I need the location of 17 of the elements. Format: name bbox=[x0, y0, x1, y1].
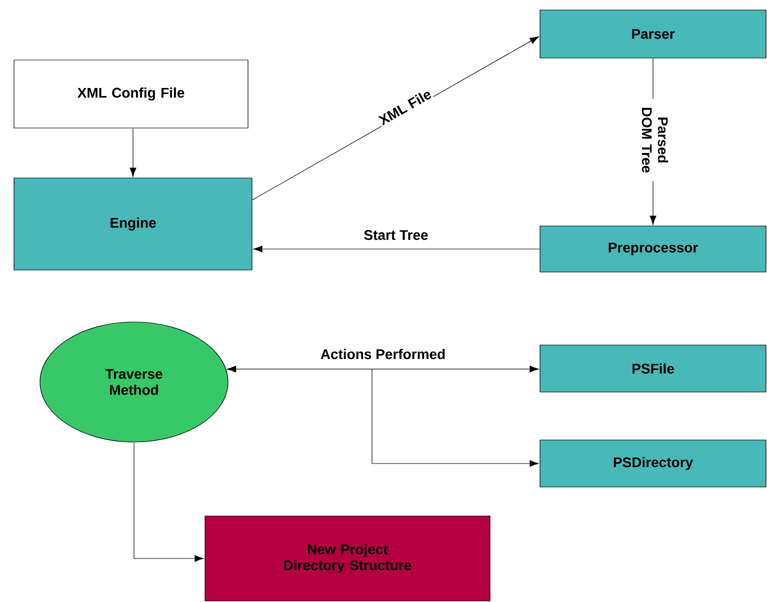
process-box: PSDirectory bbox=[540, 440, 766, 488]
process-box: Parser bbox=[540, 10, 766, 58]
edge-label: Parsed DOM Tree bbox=[642, 108, 668, 173]
process-box: Preprocessor bbox=[540, 226, 766, 272]
arrow bbox=[372, 366, 539, 372]
edge-label: XML File bbox=[378, 92, 432, 126]
arrow bbox=[253, 246, 540, 252]
edge-label: Actions Performed bbox=[320, 348, 445, 360]
process-box: Engine bbox=[14, 178, 252, 270]
process-box: PSFile bbox=[540, 344, 766, 392]
arrow bbox=[372, 368, 539, 467]
file-box: XML Config File bbox=[14, 60, 248, 128]
arrow bbox=[134, 442, 204, 562]
output-box: New Project Directory Structure bbox=[204, 516, 490, 602]
edge-label: Start Tree bbox=[364, 230, 428, 240]
arrow bbox=[130, 128, 136, 177]
arrow bbox=[227, 366, 372, 372]
